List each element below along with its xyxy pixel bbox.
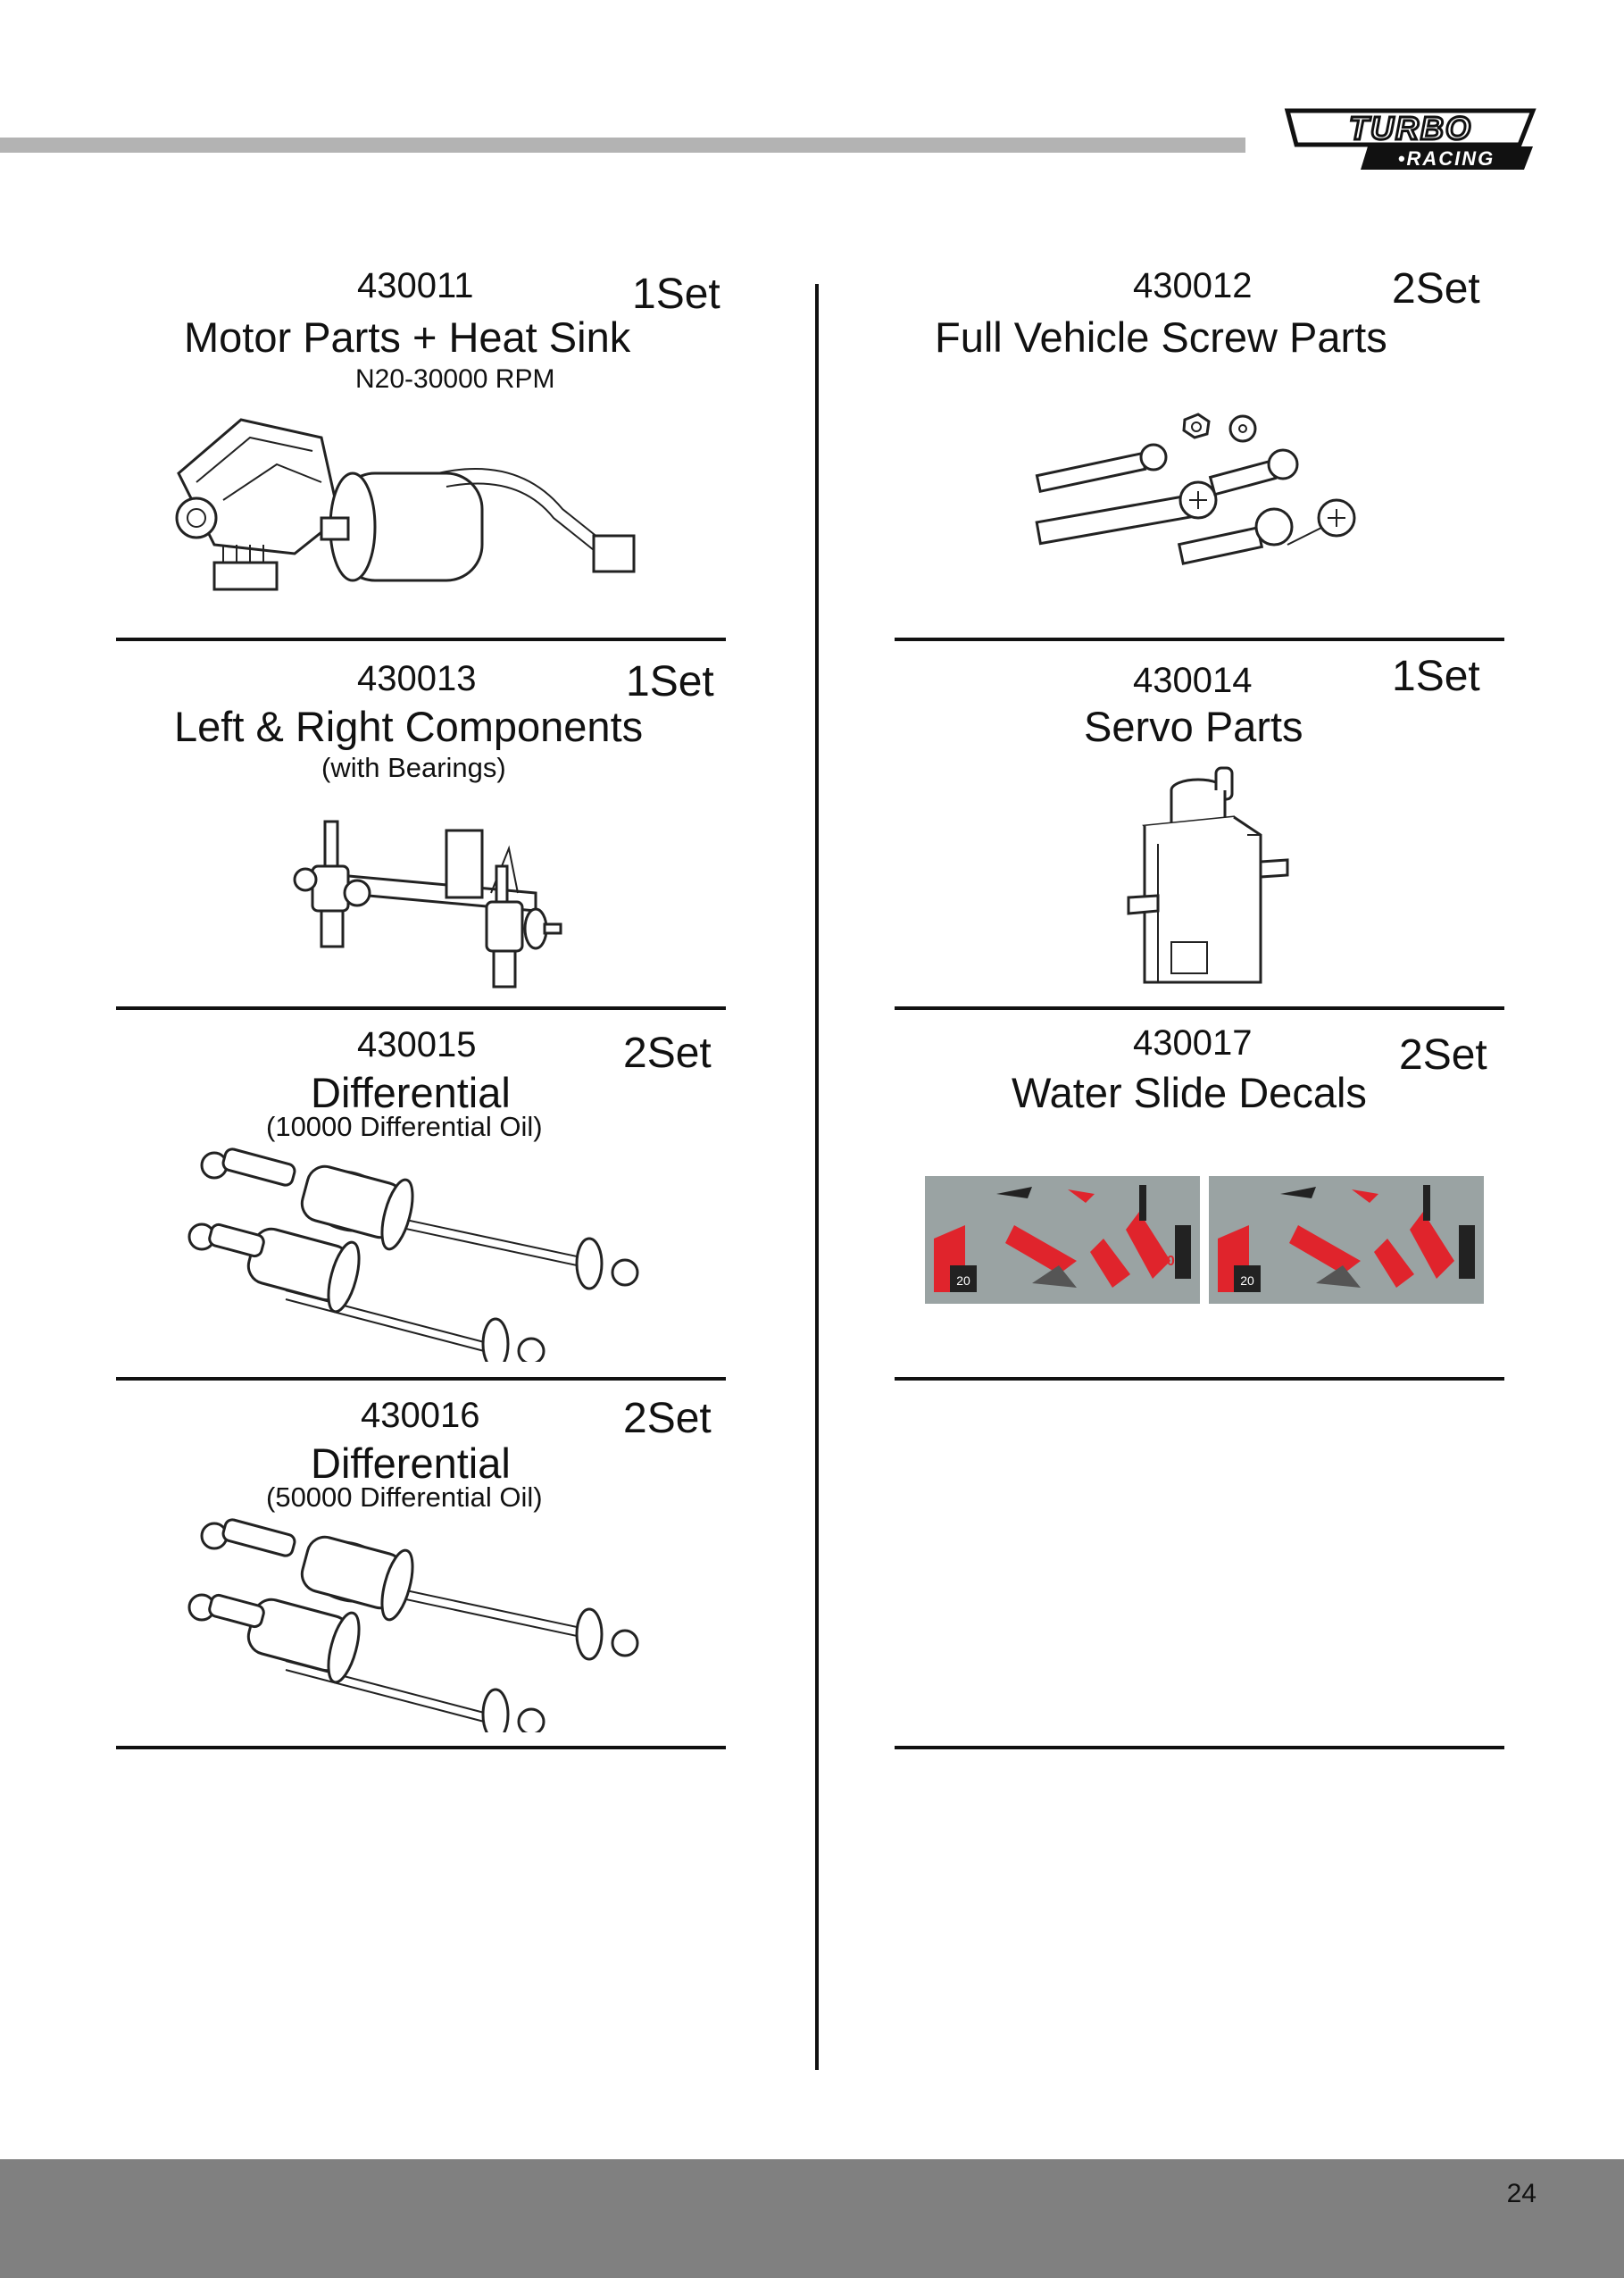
part-title: Water Slide Decals [1012, 1069, 1367, 1116]
part-number: 430017 [1133, 1023, 1253, 1063]
differential-illustration [187, 1518, 639, 1732]
decal-sheet-illustration: 20 20 20 [925, 1176, 1484, 1304]
part-title: Differential [311, 1069, 511, 1116]
turbo-racing-logo: TURBO •RACING [1284, 108, 1537, 170]
decal-number: 20 [956, 1273, 970, 1288]
part-item: 430012 2Set Full Vehicle Screw Parts [895, 259, 1520, 625]
part-subtitle: (50000 Differential Oil) [266, 1481, 543, 1513]
steering-knuckle-illustration [293, 820, 562, 989]
separator-line [116, 1746, 726, 1749]
quantity: 2Set [623, 1030, 712, 1077]
part-subtitle: N20-30000 RPM [355, 364, 555, 394]
logo-line1: TURBO [1349, 110, 1472, 146]
part-number: 430012 [1133, 266, 1253, 305]
part-title: Differential [311, 1439, 511, 1487]
part-item: 430011 1Set Motor Parts + Heat Sink N20-… [116, 259, 741, 625]
quantity: 1Set [632, 271, 720, 318]
quantity: 1Set [626, 658, 714, 705]
quantity: 1Set [1392, 653, 1480, 700]
part-number: 430014 [1133, 661, 1253, 700]
part-title: Full Vehicle Screw Parts [935, 313, 1387, 361]
separator-line [895, 1377, 1504, 1381]
part-subtitle: (with Bearings) [321, 752, 506, 783]
servo-illustration [1127, 766, 1289, 984]
part-item: 430017 2Set Water Slide Decals 20 20 20 [895, 1018, 1520, 1384]
header-bar [0, 138, 1245, 153]
separator-line [116, 1377, 726, 1381]
separator-line [116, 1006, 726, 1010]
decal-number: 20 [1159, 1254, 1175, 1269]
column-divider [815, 284, 819, 2070]
separator-line [895, 1006, 1504, 1010]
part-number: 430015 [357, 1025, 477, 1064]
separator-line [895, 1746, 1504, 1749]
part-number: 430011 [357, 266, 474, 305]
motor-illustration [175, 418, 636, 591]
quantity: 2Set [1399, 1031, 1487, 1079]
part-item: 430016 2Set Differential (50000 Differen… [116, 1389, 741, 1755]
quantity: 2Set [1392, 265, 1480, 313]
logo-line2: •RACING [1398, 147, 1495, 170]
screws-illustration [1035, 413, 1356, 565]
part-item: 430015 2Set Differential (10000 Differen… [116, 1018, 741, 1384]
separator-line [116, 638, 726, 641]
quantity: 2Set [623, 1395, 712, 1442]
page-number: 24 [1506, 2179, 1537, 2208]
part-title: Left & Right Components [174, 703, 644, 750]
decal-number: 20 [1240, 1273, 1254, 1288]
footer-bar [0, 2159, 1624, 2278]
part-number: 430013 [357, 659, 477, 698]
separator-line [895, 638, 1504, 641]
part-title: Servo Parts [1084, 703, 1303, 750]
part-subtitle: (10000 Differential Oil) [266, 1111, 543, 1142]
part-title: Motor Parts + Heat Sink [184, 313, 631, 361]
part-item: 430013 1Set Left & Right Components (wit… [116, 652, 741, 1018]
differential-illustration [187, 1147, 639, 1362]
part-item: 430014 1Set Servo Parts [895, 652, 1520, 1018]
part-number: 430016 [361, 1396, 480, 1435]
